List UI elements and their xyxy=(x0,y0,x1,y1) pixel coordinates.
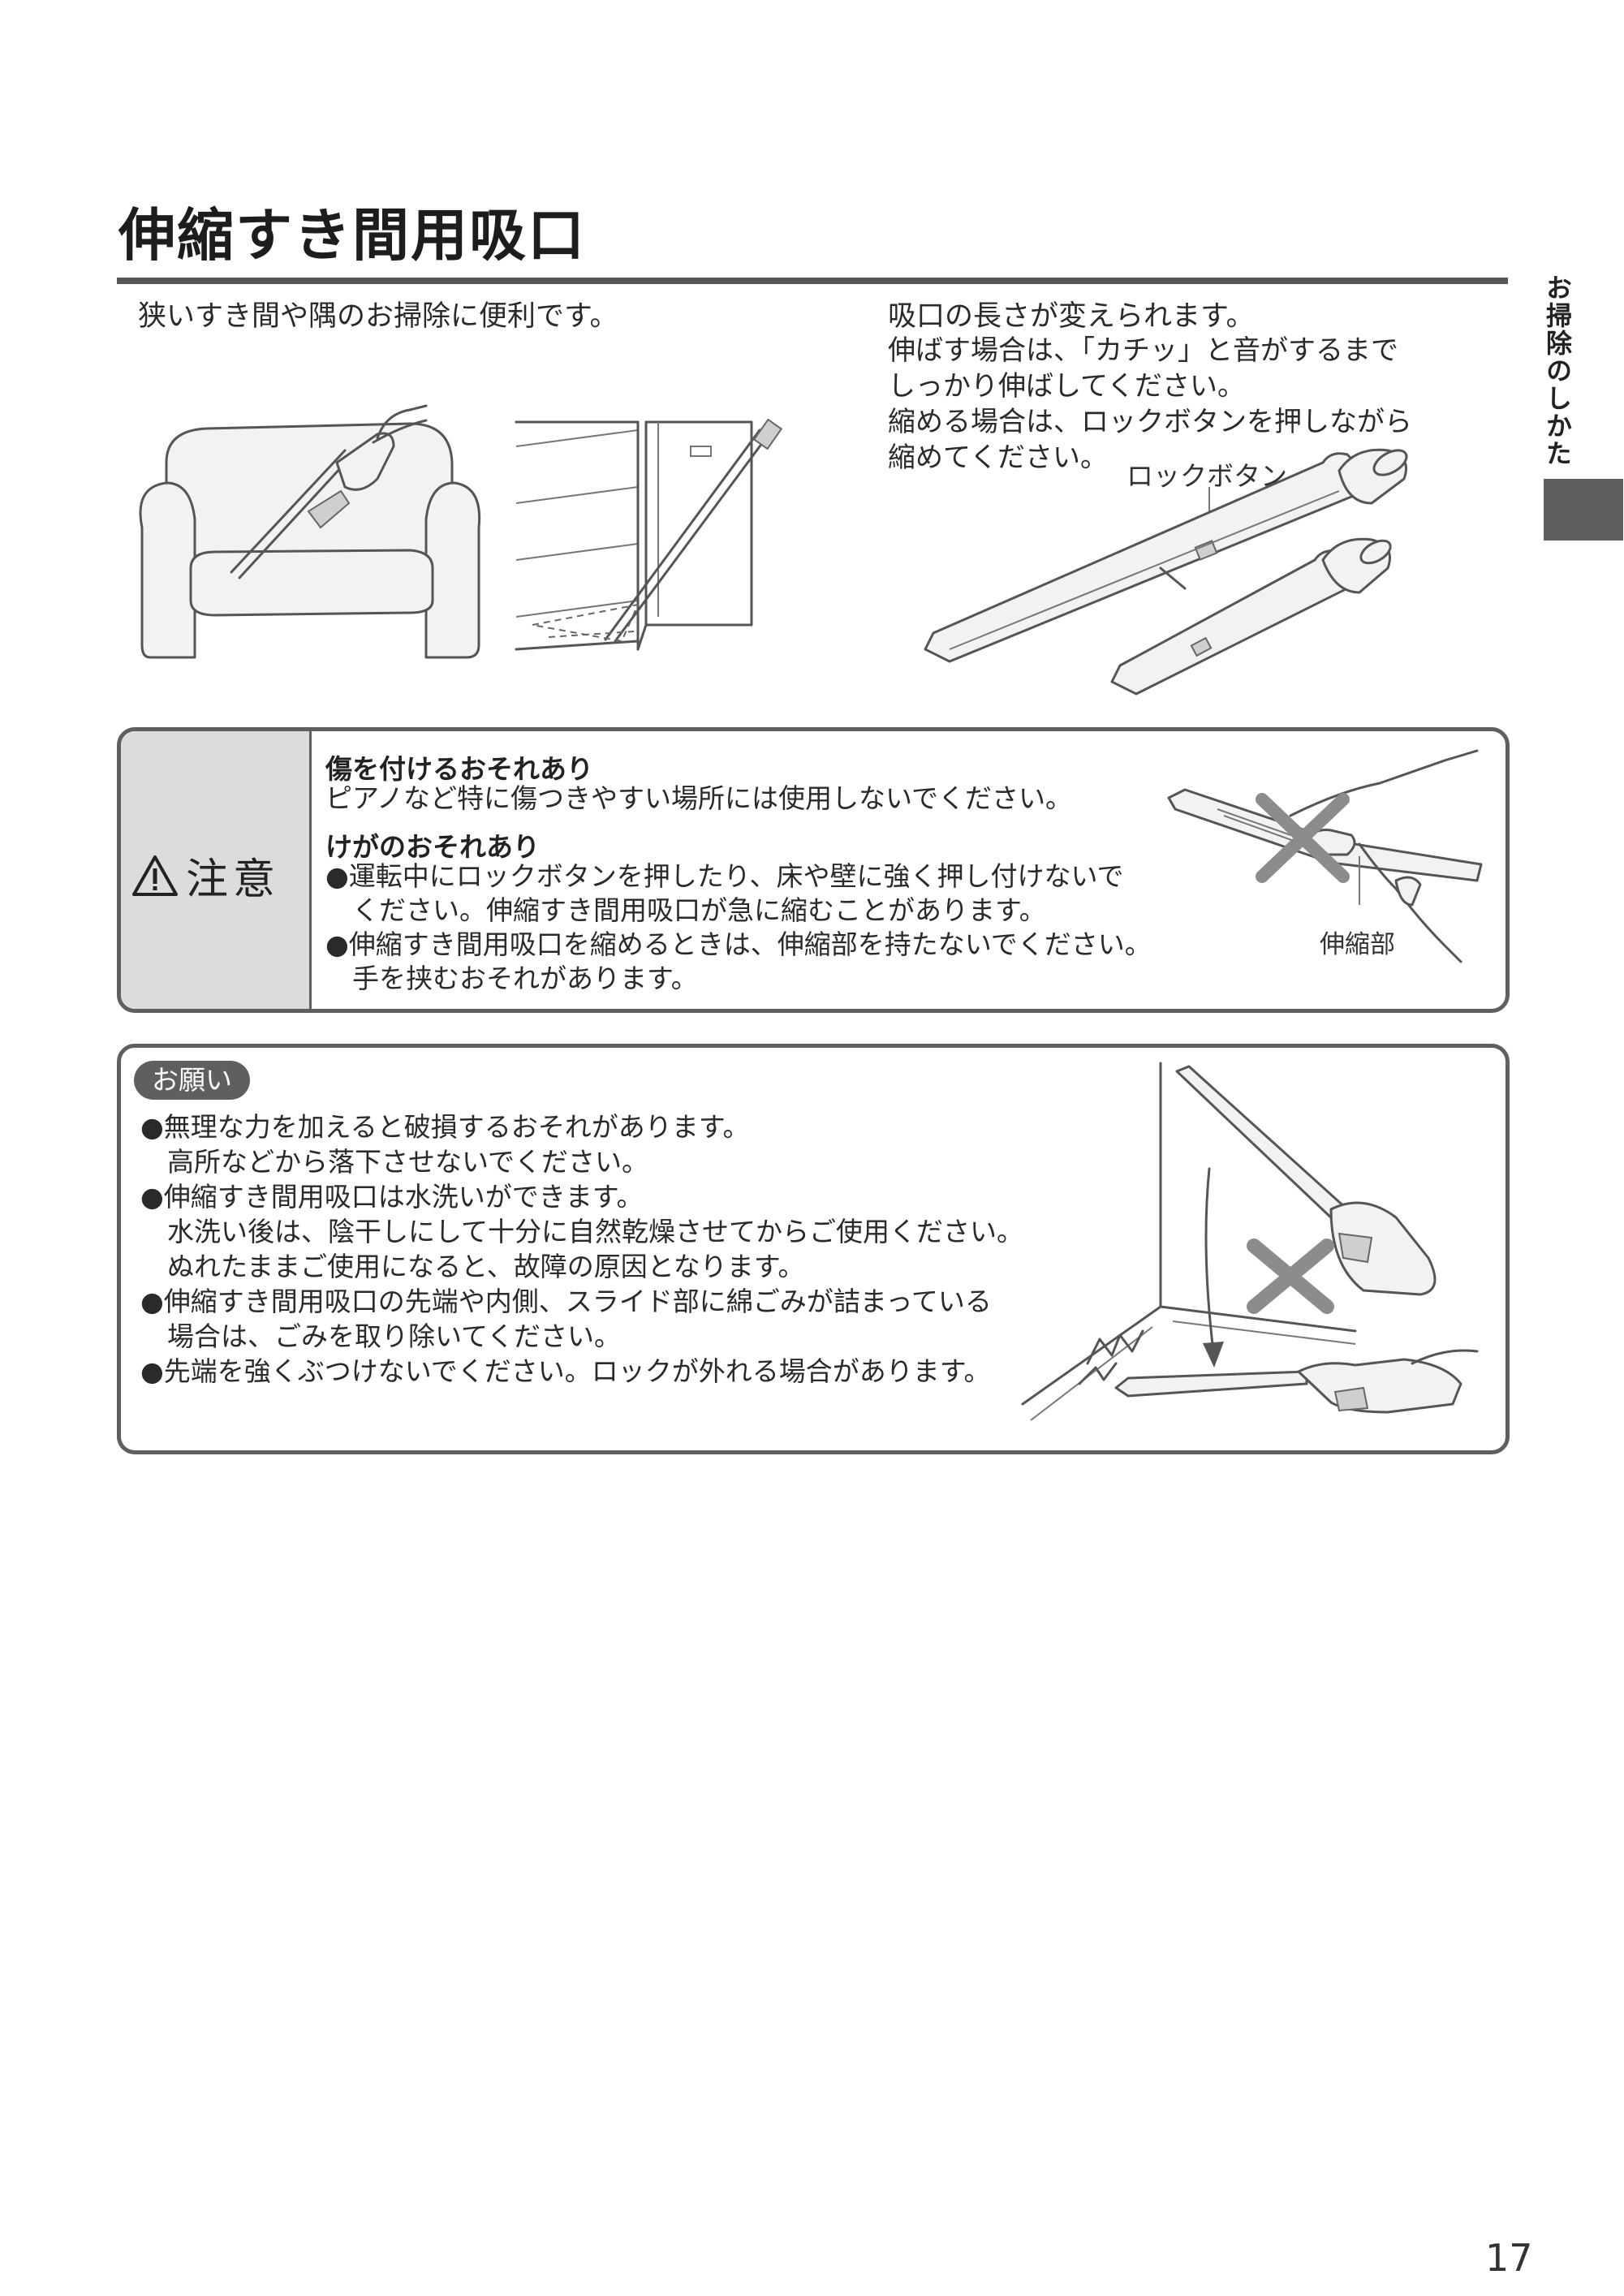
caution-heading-scratch: 傷を付けるおそれあり xyxy=(325,753,593,785)
caution-label-text: 注意 xyxy=(186,855,281,904)
lock-button-label: ロックボタン xyxy=(1126,460,1287,492)
intro-text: 狭いすき間や隅のお掃除に便利です。 xyxy=(138,300,618,333)
request-line: ●無理な力を加えると破損するおそれがあります。 xyxy=(140,1111,750,1143)
caution-hands-illustration xyxy=(1167,749,1483,963)
length-line: 縮めてください。 xyxy=(888,442,1108,474)
request-badge: お願い xyxy=(134,1061,250,1100)
request-line: ●伸縮すき間用吸口は水洗いができます。 xyxy=(140,1181,644,1213)
caution-heading-injury: けがのおそれあり xyxy=(325,831,540,863)
request-line: ぬれたままご使用になると、故障の原因となります。 xyxy=(140,1251,805,1282)
page-number: 17 xyxy=(1485,2236,1533,2280)
section-tab-marker xyxy=(1544,479,1623,541)
request-list: ●無理な力を加えると破損するおそれがあります。 高所などから落下させないでくださ… xyxy=(140,1109,1023,1389)
extension-label: 伸縮部 xyxy=(1320,930,1395,959)
length-line: 伸ばす場合は、「カチッ」と音がするまで xyxy=(888,334,1398,367)
sofa-illustration xyxy=(139,404,481,659)
length-line: しっかり伸ばしてください。 xyxy=(888,370,1245,403)
caution-line: 手を挟むおそれがあります。 xyxy=(325,963,698,994)
caution-label: 注意 xyxy=(131,845,280,906)
length-heading: 吸口の長さが変えられます。 xyxy=(888,300,1255,333)
title-underline xyxy=(117,278,1508,284)
caution-line: ●運転中にロックボタンを押したり、床や壁に強く押し付けないで xyxy=(325,860,1124,892)
caution-label-panel: 注意 xyxy=(121,731,312,1009)
request-line: ●伸縮すき間用吸口の先端や内側、スライド部に綿ごみが詰まっている xyxy=(140,1286,992,1317)
drop-warning-illustration xyxy=(1021,1062,1479,1421)
warning-triangle-icon xyxy=(132,855,178,896)
nozzle-length-illustration xyxy=(924,448,1408,696)
request-line: 水洗い後は、陰干しにして十分に自然乾燥させてからご使用ください。 xyxy=(140,1216,1024,1247)
length-line: 縮める場合は、ロックボタンを押しながら xyxy=(888,406,1412,438)
page-title: 伸縮すき間用吸口 xyxy=(118,202,586,269)
gap-illustration xyxy=(515,418,783,651)
request-line: 高所などから落下させないでください。 xyxy=(140,1146,649,1178)
request-line: 場合は、ごみを取り除いてください。 xyxy=(140,1320,622,1352)
request-line: ●先端を強くぶつけないでください。ロックが外れる場合があります。 xyxy=(140,1355,991,1387)
caution-line: ●伸縮すき間用吸口を縮めるときは、伸縮部を持たないでください。 xyxy=(325,928,1152,960)
section-tab-label: お掃除のしかた xyxy=(1542,274,1573,467)
caution-line: ください。伸縮すき間用吸口が急に縮むことがあります。 xyxy=(325,894,1046,926)
caution-injury-list: ●運転中にロックボタンを押したり、床や壁に強く押し付けないで ください。伸縮すき… xyxy=(325,859,1152,996)
caution-text-scratch: ピアノなど特に傷つきやすい場所には使用しないでください。 xyxy=(325,782,1073,814)
length-instructions: 伸ばす場合は、「カチッ」と音がするまで しっかり伸ばしてください。 縮める場合は… xyxy=(888,333,1412,476)
